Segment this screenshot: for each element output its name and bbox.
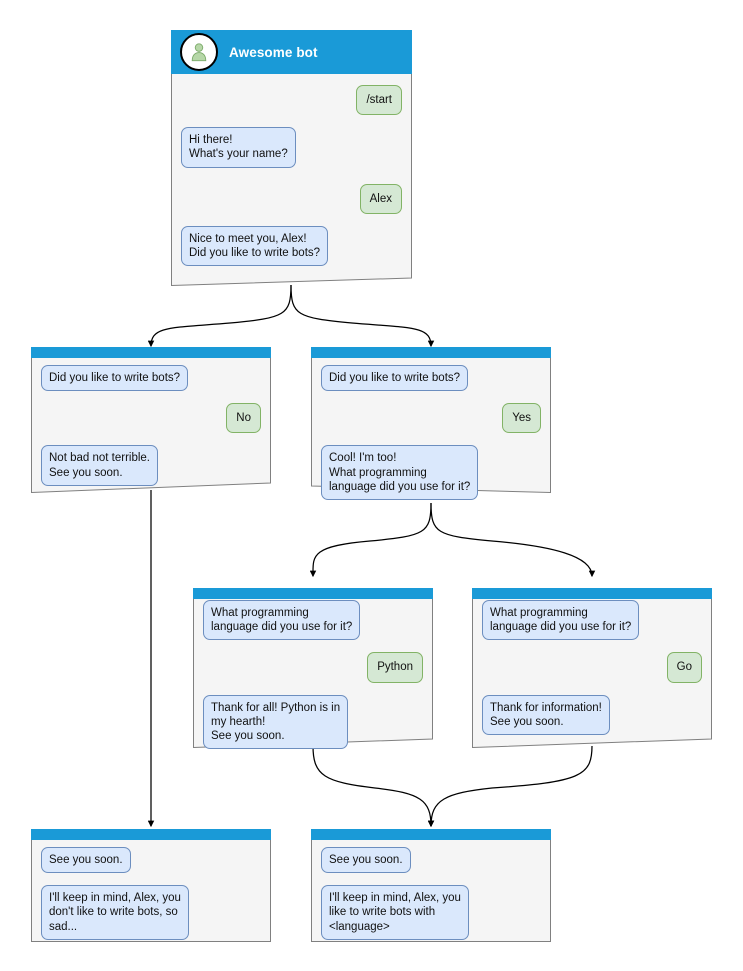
chat-bubble-bot[interactable]: What programming language did you use fo… bbox=[203, 600, 361, 641]
node-end-sad[interactable]: See you soon. I'll keep in mind, Alex, y… bbox=[31, 829, 271, 942]
node-end-sad-body: See you soon. I'll keep in mind, Alex, y… bbox=[31, 840, 271, 950]
node-end-happy-body: See you soon. I'll keep in mind, Alex, y… bbox=[311, 840, 551, 950]
node-end-happy[interactable]: See you soon. I'll keep in mind, Alex, y… bbox=[311, 829, 551, 942]
node-root-body: /start Hi there! What's your name? Alex … bbox=[171, 74, 412, 276]
node-no-branch[interactable]: Did you like to write bots? No Not bad n… bbox=[31, 347, 271, 493]
spacer bbox=[41, 873, 261, 885]
spacer bbox=[203, 640, 423, 652]
node-go-branch-body: What programming language did you use fo… bbox=[472, 599, 712, 745]
chat-bubble-bot[interactable]: Thank for information! See you soon. bbox=[482, 694, 610, 736]
spacer bbox=[203, 683, 423, 695]
node-go-branch[interactable]: What programming language did you use fo… bbox=[472, 588, 712, 748]
chat-bubble-bot[interactable]: I'll keep in mind, Alex, you like to wri… bbox=[321, 885, 469, 940]
chat-bubble-bot[interactable]: Hi there! What's your name? bbox=[181, 127, 296, 168]
node-yes-branch-body: Did you like to write bots? Yes Cool! I'… bbox=[311, 358, 551, 510]
node-no-branch-body: Did you like to write bots? No Not bad n… bbox=[31, 358, 271, 496]
spacer bbox=[321, 391, 541, 403]
chat-bubble-bot[interactable]: See you soon. bbox=[41, 847, 131, 874]
node-python-branch[interactable]: What programming language did you use fo… bbox=[193, 588, 433, 750]
spacer bbox=[321, 433, 541, 445]
spacer bbox=[482, 640, 702, 652]
edge-yes-to-python bbox=[309, 502, 432, 578]
chat-bubble-user[interactable]: Python bbox=[367, 652, 423, 683]
person-avatar-icon bbox=[180, 33, 218, 71]
spacer bbox=[41, 391, 261, 403]
chat-bubble-user[interactable]: Go bbox=[666, 652, 702, 683]
spacer bbox=[41, 433, 261, 445]
chat-bubble-user[interactable]: Alex bbox=[359, 183, 402, 214]
spacer bbox=[321, 873, 541, 885]
node-python-branch-body: What programming language did you use fo… bbox=[193, 599, 433, 759]
node-go-branch-header bbox=[472, 588, 712, 599]
edge-root-to-no bbox=[147, 284, 292, 348]
chat-bubble-bot[interactable]: I'll keep in mind, Alex, you don't like … bbox=[41, 885, 189, 940]
spacer bbox=[482, 683, 702, 695]
edge-yes-to-go bbox=[430, 502, 596, 578]
chat-bubble-bot[interactable]: Cool! I'm too! What programming language… bbox=[321, 445, 479, 501]
chat-bubble-bot[interactable]: Thank for all! Python is in my hearth! S… bbox=[203, 694, 349, 750]
chat-bubble-bot[interactable]: See you soon. bbox=[321, 847, 411, 874]
spacer bbox=[181, 168, 402, 184]
spacer bbox=[181, 115, 402, 127]
node-root-header: Awesome bot bbox=[171, 30, 412, 74]
chat-bubble-bot[interactable]: What programming language did you use fo… bbox=[482, 600, 640, 641]
node-end-happy-header bbox=[311, 829, 551, 840]
chat-bubble-user[interactable]: No bbox=[226, 403, 261, 434]
node-root-title: Awesome bot bbox=[229, 44, 318, 60]
node-root[interactable]: Awesome bot /start Hi there! What's your… bbox=[171, 30, 412, 286]
node-end-sad-header bbox=[31, 829, 271, 840]
chat-bubble-bot[interactable]: Did you like to write bots? bbox=[41, 365, 189, 392]
node-no-branch-header bbox=[31, 347, 271, 358]
spacer bbox=[181, 214, 402, 226]
node-python-branch-header bbox=[193, 588, 433, 599]
node-yes-branch-header bbox=[311, 347, 551, 358]
edge-go-to-end-happy bbox=[427, 745, 593, 828]
chat-bubble-bot[interactable]: Not bad not terrible. See you soon. bbox=[41, 445, 159, 486]
chat-bubble-bot[interactable]: Nice to meet you, Alex! Did you like to … bbox=[181, 225, 329, 267]
chat-bubble-user[interactable]: /start bbox=[356, 85, 402, 116]
chat-bubble-bot[interactable]: Did you like to write bots? bbox=[321, 365, 469, 392]
edge-root-to-yes bbox=[290, 284, 435, 348]
node-yes-branch[interactable]: Did you like to write bots? Yes Cool! I'… bbox=[311, 347, 551, 501]
chat-bubble-user[interactable]: Yes bbox=[502, 403, 541, 434]
